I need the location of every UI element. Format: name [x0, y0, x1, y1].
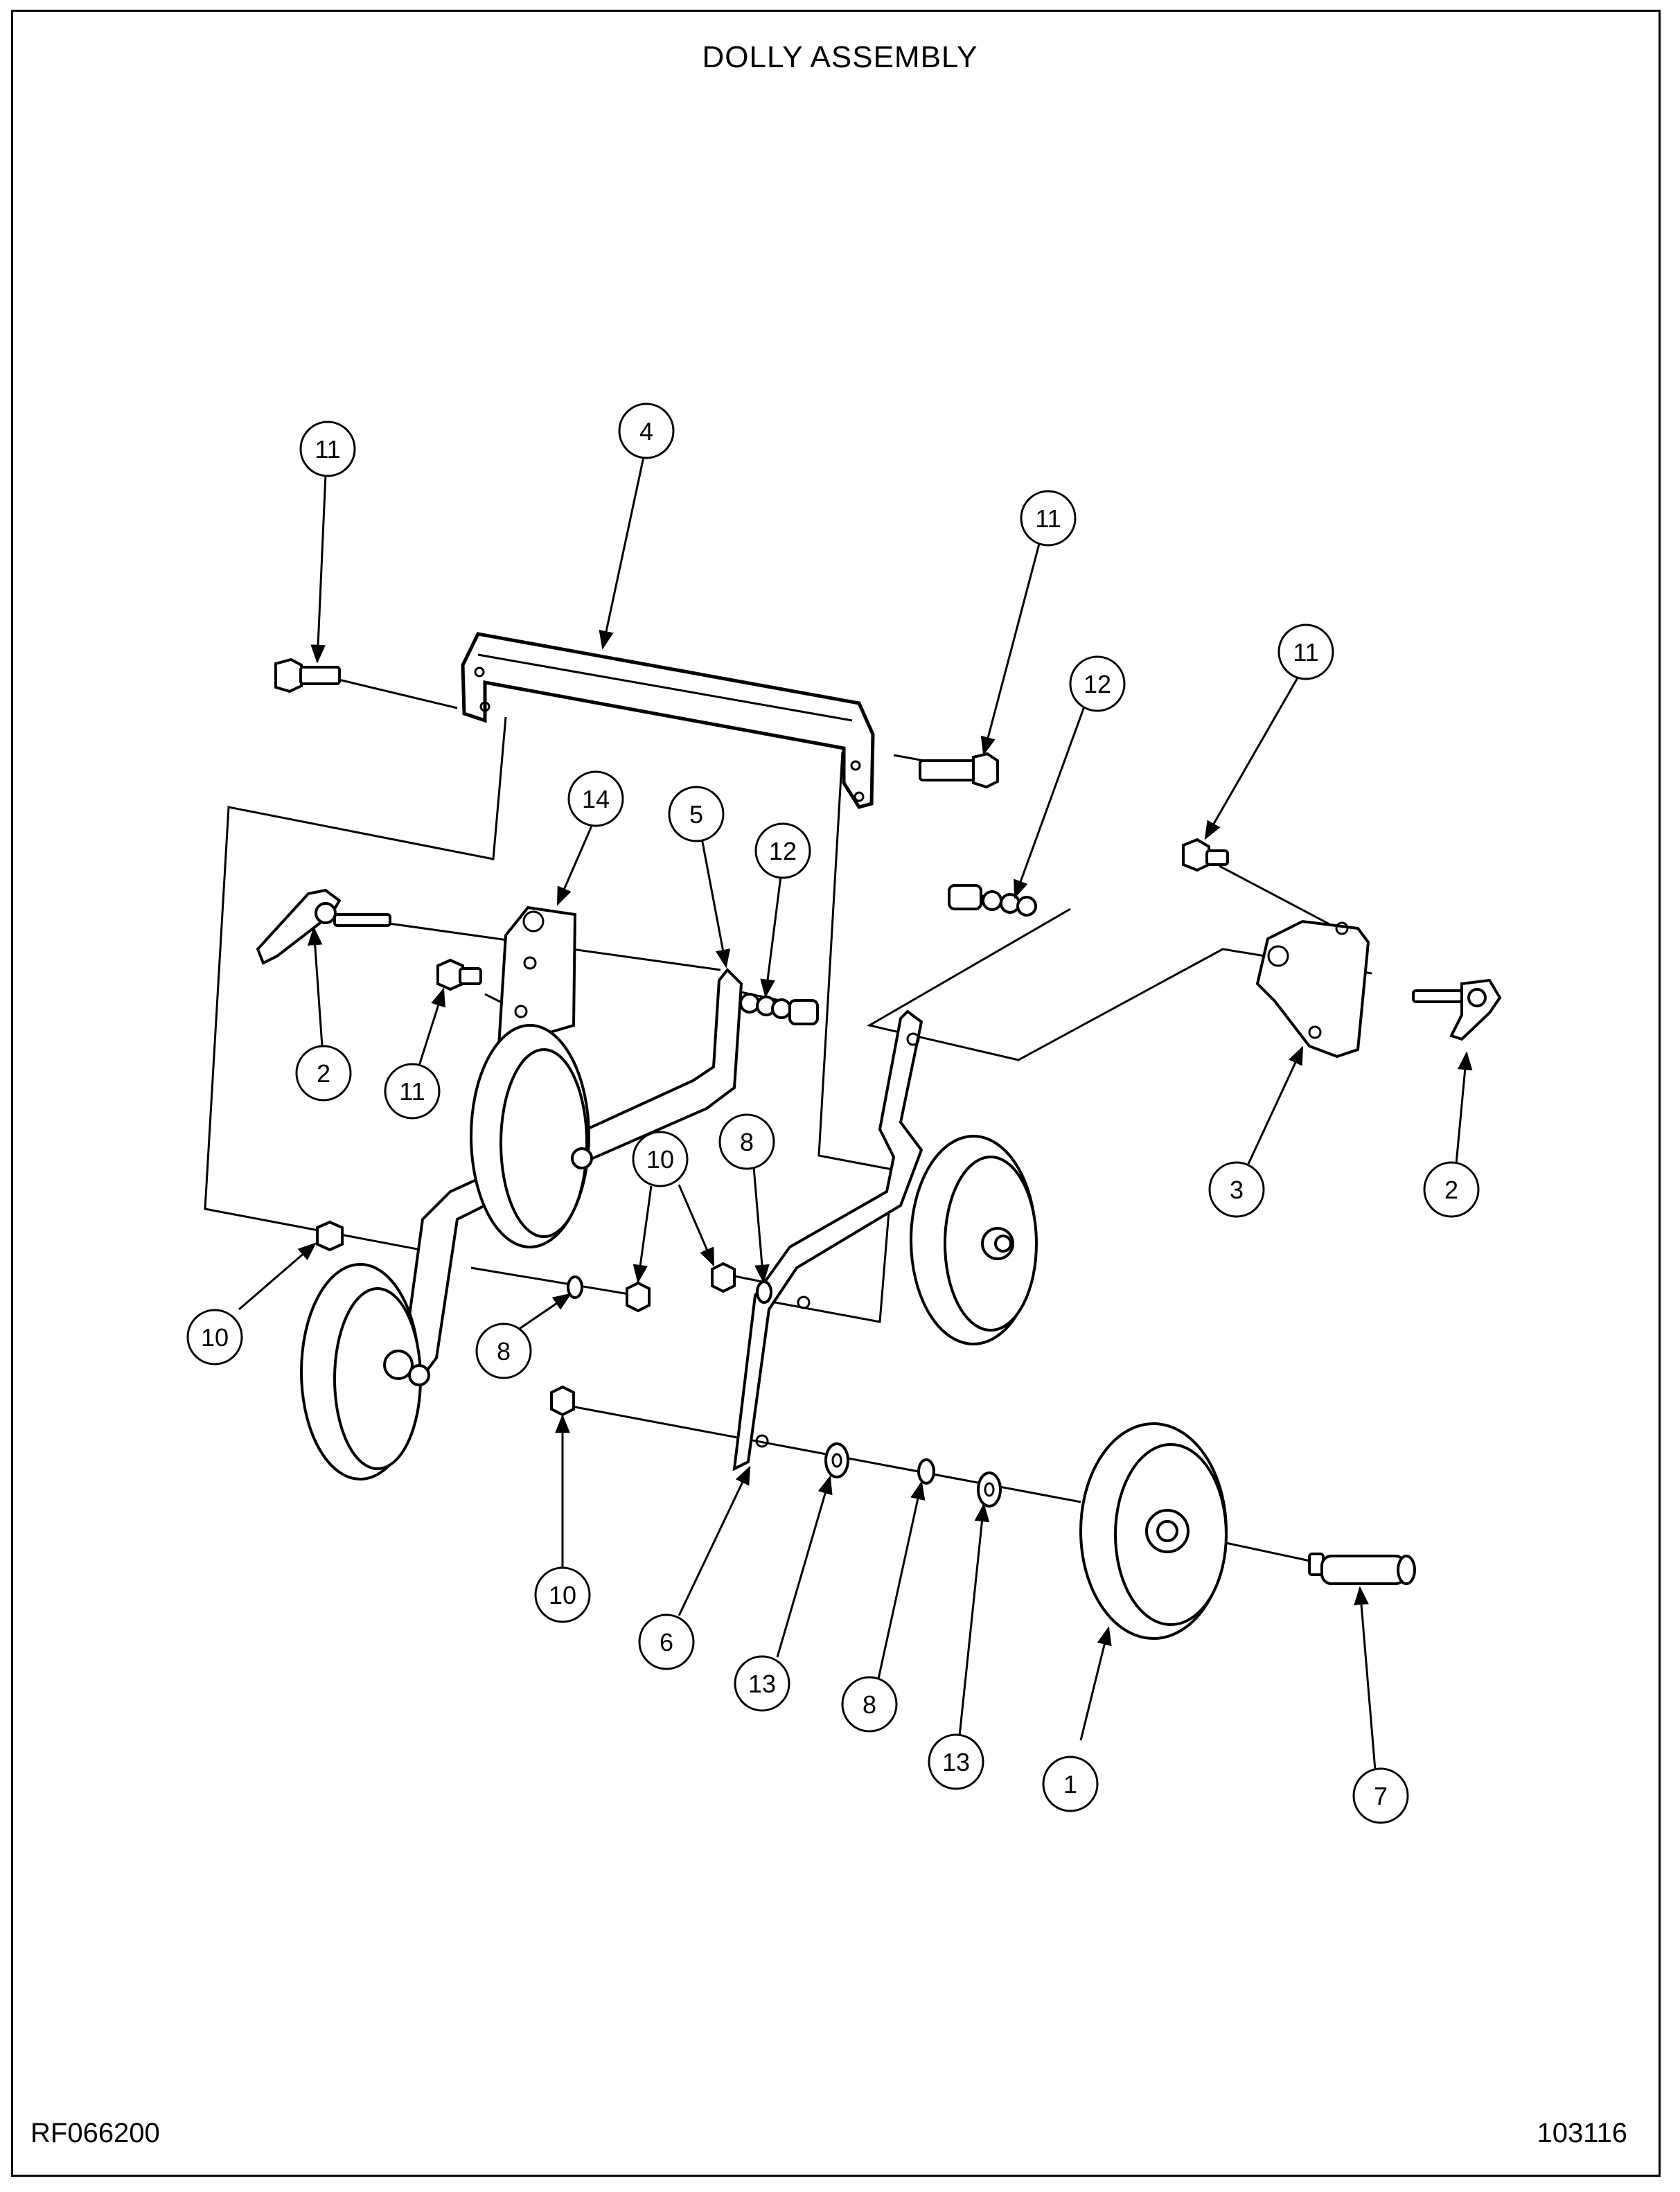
drawing-border: [11, 10, 1661, 2177]
spacer-stack-part-12-lower: [739, 993, 819, 1025]
callout-label: 8: [740, 1128, 754, 1156]
bracket-part-3: [1255, 919, 1370, 1059]
callout-label: 12: [1084, 670, 1111, 698]
callout-label: 3: [1230, 1176, 1244, 1204]
callout-label: 11: [1293, 638, 1318, 666]
callout-label: 10: [646, 1145, 674, 1174]
washer-part-8-b: [756, 1280, 772, 1304]
leg-part-6: [732, 1009, 923, 1471]
callout-label: 13: [748, 1670, 776, 1698]
callout-8: 8: [718, 1113, 775, 1170]
washer-part-8-c: [917, 1458, 935, 1485]
callout-label: 2: [317, 1059, 330, 1088]
callout-2: 2: [295, 1045, 352, 1102]
callout-label: 7: [1374, 1782, 1388, 1810]
callout-8: 8: [475, 1323, 532, 1379]
wheel-right-rear: [910, 1135, 1038, 1345]
callout-label: 11: [1035, 504, 1061, 533]
plate-part-14: [497, 905, 577, 1048]
callout-2: 2: [1423, 1161, 1480, 1218]
washer-part-13-b: [977, 1471, 1002, 1508]
callout-4: 4: [618, 403, 675, 459]
handle-frame-part-4: [461, 632, 875, 809]
callout-11: 11: [384, 1063, 441, 1120]
callout-10: 10: [534, 1566, 591, 1623]
lever-part-2-left: [256, 888, 391, 965]
bolt-part-11-bracket: [1182, 838, 1229, 872]
nut-part-10-d: [550, 1385, 575, 1417]
callout-label: 10: [201, 1323, 229, 1352]
wheel-left-front: [300, 1263, 430, 1481]
callout-5: 5: [668, 786, 725, 842]
callout-label: 11: [315, 435, 340, 463]
callout-11: 11: [299, 421, 356, 477]
lever-part-2-right: [1412, 978, 1502, 1041]
callout-3: 3: [1208, 1161, 1265, 1218]
washer-part-8-a: [567, 1275, 583, 1299]
callout-10: 10: [632, 1131, 689, 1187]
callout-7: 7: [1352, 1767, 1409, 1824]
callout-label: 8: [497, 1337, 511, 1365]
callout-label: 10: [549, 1581, 576, 1609]
callout-13: 13: [734, 1655, 790, 1712]
callout-11: 11: [1020, 490, 1077, 547]
revision-code: 103116: [1537, 2118, 1627, 2148]
callout-label: 6: [660, 1628, 673, 1656]
bolt-part-11-right: [919, 752, 999, 789]
callout-12: 12: [1069, 655, 1126, 712]
bolt-part-11-center: [436, 958, 482, 991]
leader-lines: [238, 453, 1473, 1771]
axle-bolt-part-7: [1308, 1553, 1416, 1585]
callout-11: 11: [1277, 624, 1334, 680]
nut-part-10-b: [626, 1281, 651, 1313]
nut-part-10-a: [316, 1220, 344, 1252]
callout-14: 14: [567, 770, 624, 827]
spacer-stack-part-12-upper: [948, 884, 1037, 917]
callout-label: 5: [689, 800, 703, 829]
diagram-title: DOLLY ASSEMBLY: [702, 40, 978, 74]
callout-8: 8: [841, 1676, 898, 1733]
wheel-part-1: [1079, 1422, 1228, 1640]
callout-label: 11: [399, 1077, 425, 1106]
callout-label: 4: [639, 417, 653, 445]
callout-13: 13: [928, 1733, 984, 1790]
washer-part-13-a: [824, 1442, 849, 1478]
part-number: RF066200: [30, 2118, 160, 2148]
callout-label: 2: [1444, 1176, 1458, 1204]
callout-label: 14: [582, 785, 610, 813]
callout-1: 1: [1042, 1756, 1099, 1812]
callout-6: 6: [638, 1614, 695, 1670]
wheel-left-rear: [470, 1024, 593, 1248]
callout-label: 12: [769, 837, 797, 865]
bolt-part-11-left: [274, 657, 341, 693]
callout-12: 12: [754, 822, 811, 879]
callout-label: 13: [942, 1748, 970, 1776]
callout-10: 10: [186, 1309, 243, 1365]
callout-label: 8: [863, 1690, 876, 1719]
nut-part-10-c: [711, 1262, 736, 1293]
callout-label: 1: [1063, 1770, 1077, 1798]
